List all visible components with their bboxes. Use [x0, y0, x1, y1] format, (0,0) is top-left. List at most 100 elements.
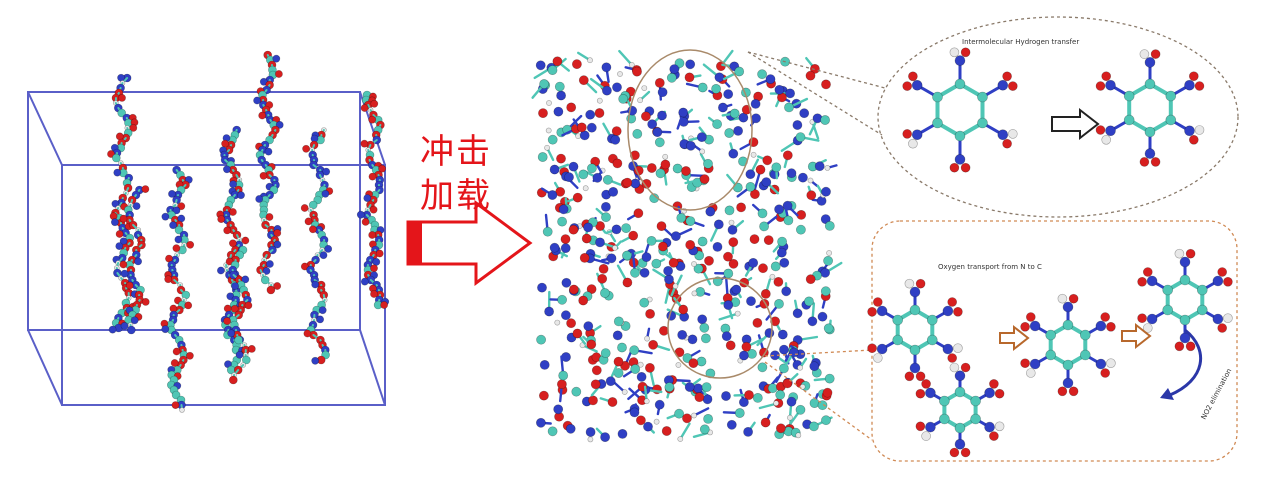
atom	[787, 397, 796, 406]
atom	[1185, 126, 1195, 136]
atom	[655, 78, 664, 87]
atom	[787, 169, 796, 178]
atom	[783, 201, 792, 210]
atom	[1106, 126, 1116, 136]
atom	[783, 151, 792, 160]
atom	[910, 287, 920, 297]
atom	[768, 384, 777, 393]
atom	[1063, 302, 1073, 312]
atom	[702, 383, 711, 392]
atom	[601, 213, 610, 222]
atom	[645, 336, 650, 341]
atom	[217, 267, 224, 274]
atom	[558, 295, 567, 304]
atom	[700, 425, 709, 434]
atom	[735, 408, 744, 417]
atom	[632, 67, 641, 76]
atom	[724, 269, 733, 278]
atom	[127, 326, 135, 334]
atom	[629, 62, 634, 67]
callout-bottom-molecule-2	[1021, 294, 1116, 396]
atom	[676, 362, 681, 367]
atom	[777, 248, 786, 257]
atom	[824, 256, 833, 265]
atom	[953, 344, 962, 353]
atom	[744, 427, 753, 436]
atom	[559, 205, 568, 214]
atom	[1180, 257, 1190, 267]
atom	[612, 83, 621, 92]
atom	[721, 391, 730, 400]
atom	[537, 283, 546, 292]
atom	[732, 285, 741, 294]
atom	[267, 286, 275, 294]
atom	[638, 98, 643, 103]
atom	[173, 245, 180, 252]
atom	[688, 335, 697, 344]
atom	[120, 261, 127, 268]
atom	[704, 256, 713, 265]
atom	[1096, 359, 1106, 369]
atom	[309, 226, 316, 233]
atom	[750, 235, 759, 244]
atom	[370, 206, 377, 213]
atom	[696, 287, 705, 296]
atom	[1151, 50, 1160, 59]
atom	[943, 344, 953, 354]
atom	[588, 396, 597, 405]
atom	[1124, 115, 1134, 125]
atom	[1166, 115, 1176, 125]
atom	[114, 169, 121, 176]
atom	[1189, 72, 1198, 81]
atom	[681, 166, 690, 175]
atom	[572, 387, 581, 396]
atom	[121, 322, 128, 329]
atom	[646, 309, 655, 318]
atom	[1213, 276, 1223, 286]
atom	[317, 316, 324, 323]
atom	[1021, 359, 1030, 368]
atom	[623, 178, 632, 187]
callout-bottom-molecule-3	[1138, 249, 1233, 351]
arrow-label-line2: 加载	[420, 176, 492, 216]
atom	[587, 58, 592, 63]
atom	[772, 163, 781, 172]
box-front-face	[62, 165, 385, 405]
atom	[697, 357, 706, 366]
atom	[1124, 91, 1134, 101]
atom	[950, 363, 959, 372]
atom	[1096, 82, 1105, 91]
atom	[704, 414, 713, 423]
atom	[555, 82, 564, 91]
atom	[955, 423, 965, 433]
atom	[1197, 305, 1207, 315]
atom	[978, 118, 988, 128]
atom	[780, 258, 789, 267]
atom	[758, 209, 767, 218]
atom	[185, 302, 192, 309]
atom	[706, 207, 715, 216]
atom	[555, 320, 560, 325]
atom	[162, 326, 169, 333]
atom	[824, 324, 833, 333]
atom	[1140, 157, 1149, 166]
atom	[637, 372, 646, 381]
atom	[325, 245, 332, 252]
atom	[554, 405, 563, 414]
atom	[537, 335, 546, 344]
atom	[691, 261, 696, 266]
atom	[223, 166, 230, 173]
atom	[691, 413, 696, 418]
atom	[623, 278, 632, 287]
atom	[237, 192, 244, 199]
atom	[312, 357, 319, 364]
atom	[305, 218, 312, 225]
atom	[642, 86, 647, 91]
atom	[955, 154, 965, 164]
atom	[778, 237, 787, 246]
atom	[543, 227, 552, 236]
atom	[905, 279, 914, 288]
atom	[922, 379, 931, 388]
atom	[364, 195, 371, 202]
